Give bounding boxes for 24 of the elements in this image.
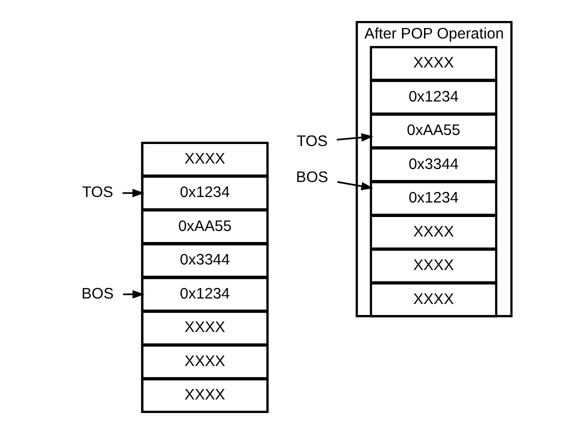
node-box: 0x1234 <box>141 175 269 210</box>
node-box: 0x3344 <box>141 242 269 278</box>
node-box: XXXX <box>141 141 269 176</box>
node-text: BOS <box>82 284 114 302</box>
node-box: 0x1234 <box>370 180 498 216</box>
node-box: XXXX <box>141 344 269 379</box>
node-box: 0x1234 <box>370 79 498 114</box>
node-box: 0x3344 <box>370 146 498 182</box>
arrow <box>123 290 145 298</box>
arrow <box>336 132 374 142</box>
node-box: XXXX <box>370 214 498 250</box>
node-text: TOS <box>82 184 114 201</box>
node-text: BOS <box>296 168 328 186</box>
node-box: 0x1234 <box>141 276 269 312</box>
node-box: 0xAA55 <box>141 208 269 244</box>
node-box: XXXX <box>370 46 498 80</box>
node-box: XXXX <box>141 378 269 413</box>
node-box: 0xAA55 <box>370 113 498 148</box>
node-box: XXXX <box>141 310 269 345</box>
node-box: XXXX <box>370 248 498 283</box>
arrow <box>122 188 144 197</box>
node-text: TOS <box>296 132 328 150</box>
node-box: XXXX <box>370 282 498 317</box>
arrow <box>337 180 374 190</box>
